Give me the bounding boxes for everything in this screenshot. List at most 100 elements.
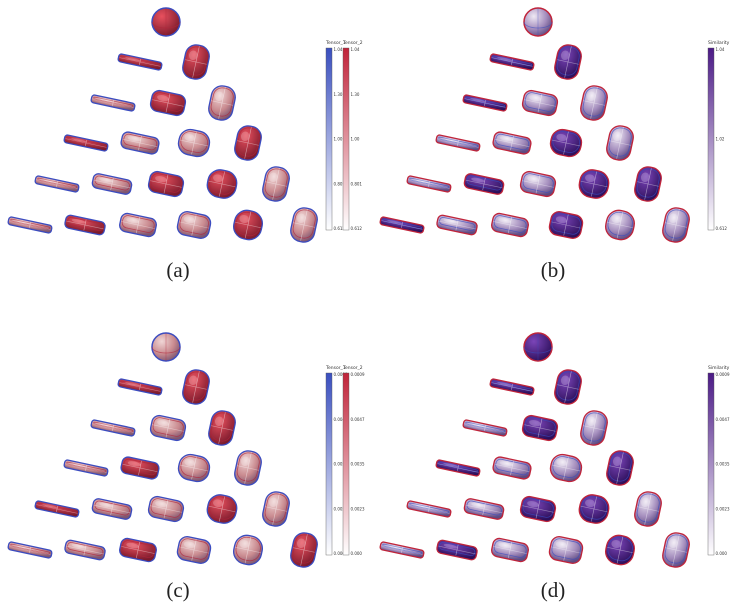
colorbar-tick: 0.612 <box>716 226 728 231</box>
glyph <box>182 369 210 405</box>
colorbar-title: Tensor_1 <box>325 365 346 371</box>
glyph <box>519 170 557 198</box>
glyph <box>206 494 238 524</box>
glyph <box>548 536 584 564</box>
glyph <box>606 125 634 161</box>
caption-a: (a) <box>166 258 190 282</box>
glyph <box>7 216 53 234</box>
glyph <box>91 498 133 520</box>
glyph <box>234 125 262 161</box>
glyph <box>462 94 508 112</box>
glyph <box>117 53 163 71</box>
glyph <box>436 214 478 236</box>
colorbar-tick: 0.0023 <box>716 506 730 511</box>
glyph <box>548 211 584 239</box>
glyph <box>208 85 236 121</box>
glyph <box>605 534 635 566</box>
glyph <box>578 169 610 199</box>
colorbar-bar <box>342 372 350 556</box>
glyph <box>580 85 608 121</box>
colorbar-tick: 0.0023 <box>351 506 365 511</box>
glyph <box>436 539 478 561</box>
glyph <box>233 534 263 566</box>
glyph-grid <box>7 332 318 568</box>
colorbar-tick: 0.612 <box>351 226 363 231</box>
glyph <box>119 537 157 563</box>
glyph <box>34 500 80 518</box>
glyph <box>379 541 425 559</box>
colorbar-title: Tensor_1 <box>325 40 346 46</box>
glyph <box>523 7 553 37</box>
colorbar-tick: 1.04 <box>351 47 360 52</box>
glyph <box>605 209 635 241</box>
glyph <box>90 419 136 437</box>
glyph <box>90 94 136 112</box>
glyph <box>119 212 157 238</box>
glyph <box>435 134 481 152</box>
glyph <box>491 212 529 238</box>
colorbar-title: Similarity <box>708 365 730 371</box>
glyph <box>177 128 211 158</box>
glyph <box>290 532 318 568</box>
colorbar-tick: 0.0035 <box>334 462 348 467</box>
glyph <box>91 173 133 195</box>
colorbar: Tensor_10.00090.00470.00350.00230.000Ten… <box>325 365 365 556</box>
colorbar-tick: 0.000 <box>716 551 728 556</box>
colorbar-tick: 0.612 <box>334 226 346 231</box>
glyph <box>580 410 608 446</box>
glyph <box>290 207 318 243</box>
glyph <box>492 131 532 155</box>
colorbar-tick: 0.000 <box>334 551 346 556</box>
glyph <box>117 378 163 396</box>
glyph <box>491 537 529 563</box>
colorbar-tick: 1.30 <box>334 92 343 97</box>
glyph <box>262 166 290 202</box>
colorbar-tick: 0.0023 <box>334 506 348 511</box>
colorbar-tick: 1.04 <box>334 47 343 52</box>
glyph <box>234 450 262 486</box>
glyph <box>406 175 452 193</box>
glyph <box>63 459 109 477</box>
glyph <box>521 89 559 117</box>
glyph <box>578 494 610 524</box>
glyph <box>177 453 211 483</box>
glyph <box>120 131 160 155</box>
colorbar-tick: 1.02 <box>716 137 725 142</box>
glyph <box>554 44 582 80</box>
glyph <box>662 207 690 243</box>
colorbar-tick: 1.30 <box>351 92 360 97</box>
glyph <box>549 128 583 158</box>
glyph <box>34 175 80 193</box>
glyph <box>149 414 187 442</box>
colorbar-title: Tensor_2 <box>342 40 363 46</box>
glyph <box>435 459 481 477</box>
glyph <box>151 332 181 362</box>
glyph-grid <box>379 332 690 568</box>
glyph <box>151 7 181 37</box>
glyph <box>379 216 425 234</box>
glyph <box>492 456 532 480</box>
glyph-pyramid-a: Tensor_11.041.301.000.8010.612Tensor_21.… <box>7 7 363 243</box>
glyph <box>489 378 535 396</box>
glyph-grid <box>7 7 318 243</box>
glyph <box>549 453 583 483</box>
glyph-pyramid-c: Tensor_10.00090.00470.00350.00230.000Ten… <box>7 332 365 568</box>
glyph <box>519 495 557 523</box>
colorbar-tick: 0.0009 <box>351 372 365 377</box>
glyph <box>463 173 505 195</box>
glyph <box>521 414 559 442</box>
glyph <box>182 44 210 80</box>
glyph <box>634 166 662 202</box>
glyph <box>463 498 505 520</box>
glyph <box>206 169 238 199</box>
colorbar-tick: 0.0047 <box>351 417 365 422</box>
glyph <box>606 450 634 486</box>
glyph <box>634 491 662 527</box>
